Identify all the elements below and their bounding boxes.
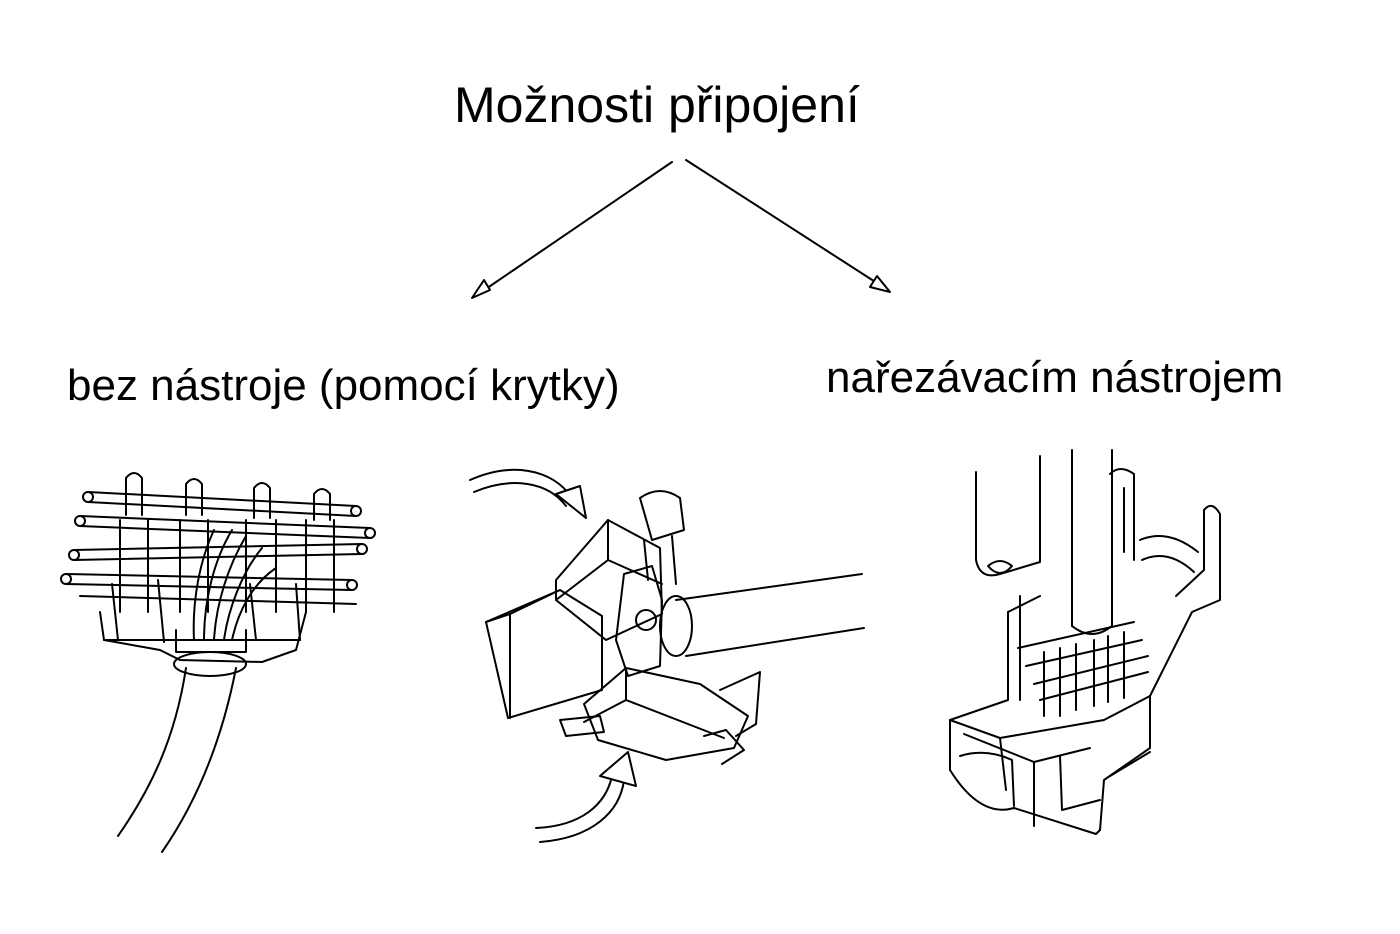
diagram-title: Možnosti připojení bbox=[454, 77, 860, 133]
option-label-with-cutting-tool: nařezávacím nástrojem bbox=[826, 353, 1284, 402]
cap-mounting-illustration bbox=[470, 470, 864, 842]
branch-arrow-right bbox=[686, 160, 890, 292]
branch-arrow-left bbox=[472, 162, 672, 298]
connector-with-wires-illustration bbox=[61, 473, 375, 852]
option-label-without-tool: bez nástroje (pomocí krytky) bbox=[67, 361, 620, 410]
cutting-tool-illustration bbox=[950, 450, 1220, 834]
